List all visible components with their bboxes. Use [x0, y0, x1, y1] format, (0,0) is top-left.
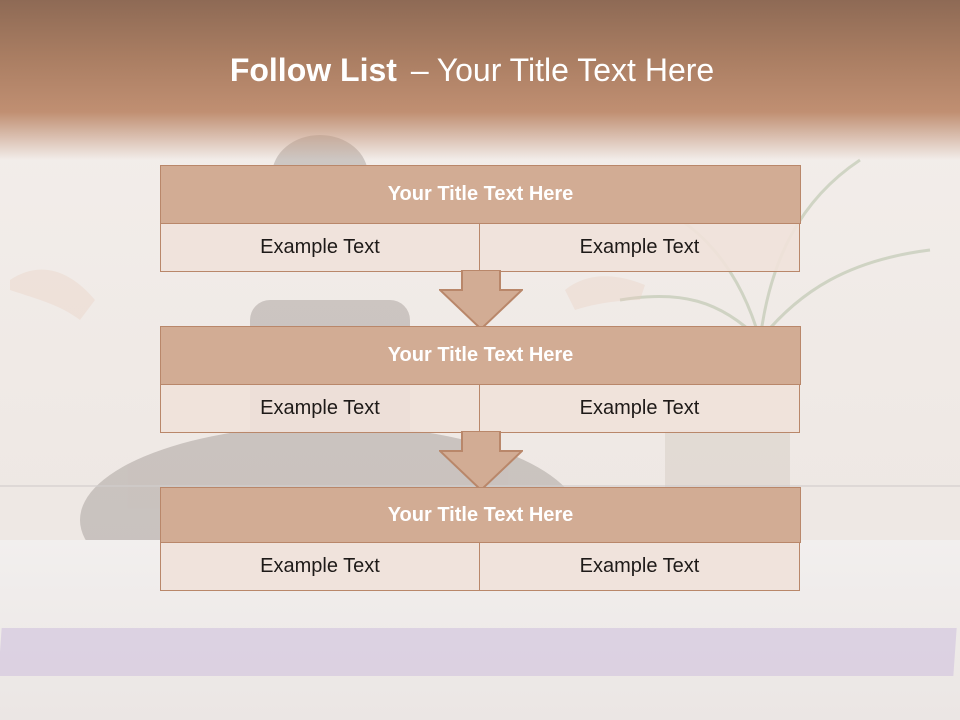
block-cell-left: Example Text [160, 543, 480, 591]
title-rest: Your Title Text Here [436, 52, 715, 88]
yoga-mat [0, 628, 957, 676]
title-strong: Follow List [229, 52, 397, 88]
title-dash: – [410, 52, 429, 88]
plant-pot [665, 430, 790, 490]
list-block-2: Your Title Text Here Example Text Exampl… [160, 326, 801, 433]
header-band [0, 0, 960, 160]
block-cell-right: Example Text [480, 543, 800, 591]
slide-title: Follow List–Your Title Text Here [0, 52, 944, 89]
list-block-3: Your Title Text Here Example Text Exampl… [160, 487, 801, 591]
block-row: Example Text Example Text [160, 543, 801, 591]
block-cell-right: Example Text [480, 385, 800, 433]
block-cell-left: Example Text [160, 385, 480, 433]
block-title: Your Title Text Here [160, 165, 801, 224]
list-block-1: Your Title Text Here Example Text Exampl… [160, 165, 801, 272]
block-row: Example Text Example Text [160, 224, 801, 272]
block-row: Example Text Example Text [160, 385, 801, 433]
block-title: Your Title Text Here [160, 326, 801, 385]
down-arrow-1 [439, 270, 523, 330]
block-title: Your Title Text Here [160, 487, 801, 543]
down-arrow-2 [439, 431, 523, 491]
block-cell-right: Example Text [480, 224, 800, 272]
block-cell-left: Example Text [160, 224, 480, 272]
